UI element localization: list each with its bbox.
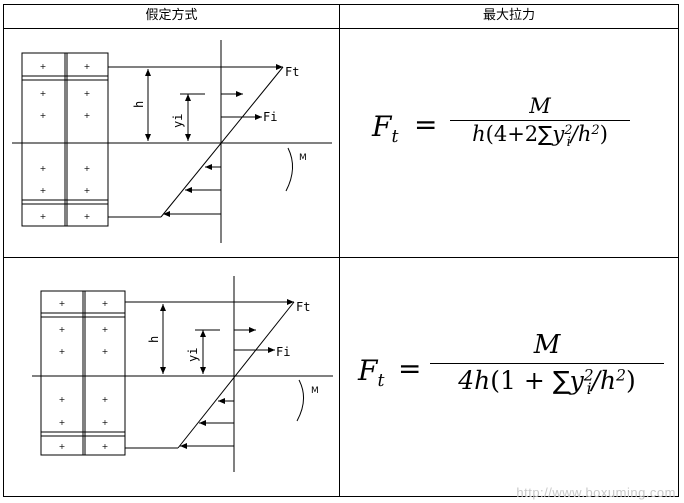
table-border-bottom <box>3 496 679 497</box>
table-header-rule <box>3 28 679 29</box>
svg-text:+: + <box>59 442 66 451</box>
formula-1: Ft = M h(4+2∑y2i/h2) <box>372 94 652 174</box>
svg-text:+: + <box>102 418 109 427</box>
svg-text:+: + <box>59 325 66 334</box>
label-fi-1: Fi <box>263 110 277 124</box>
svg-text:+: + <box>59 299 66 308</box>
formula-2-numerator: M <box>533 330 561 360</box>
svg-text:+: + <box>40 62 47 71</box>
formula-1-bar <box>450 120 630 121</box>
svg-text:+: + <box>59 395 66 404</box>
svg-text:+: + <box>59 347 66 356</box>
table-row-rule <box>3 257 679 258</box>
svg-text:+: + <box>102 395 109 404</box>
formula-1-lhs: Ft <box>372 110 399 148</box>
formula-1-denominator: h(4+2∑y2i/h2) <box>472 122 608 150</box>
formula-1-fraction: M h(4+2∑y2i/h2) <box>450 94 630 150</box>
label-ft-1: Ft <box>285 65 299 79</box>
formula-1-eq: = <box>414 108 438 141</box>
label-h-2: h <box>147 336 161 343</box>
formula-2-denominator: 4h(1 + ∑y2i/h2) <box>458 366 636 399</box>
table-column-rule <box>339 4 340 497</box>
formula-2-fraction: M 4h(1 + ∑y2i/h2) <box>430 330 664 398</box>
svg-text:+: + <box>84 186 91 195</box>
svg-text:+: + <box>59 418 66 427</box>
svg-text:+: + <box>84 62 91 71</box>
label-m-2: M <box>311 386 319 396</box>
svg-text:+: + <box>84 212 91 221</box>
svg-text:+: + <box>40 212 47 221</box>
label-yi-2: yi <box>186 348 200 362</box>
svg-text:+: + <box>40 164 47 173</box>
header-assumption: 假定方式 <box>145 8 198 23</box>
table-border-left <box>3 4 4 497</box>
svg-text:+: + <box>102 299 109 308</box>
svg-text:+: + <box>84 111 91 120</box>
label-yi-1: yi <box>171 114 185 128</box>
svg-text:+: + <box>84 164 91 173</box>
formula-2-bar <box>430 363 664 364</box>
label-h-1: h <box>132 101 146 108</box>
svg-text:+: + <box>102 442 109 451</box>
svg-text:+: + <box>40 186 47 195</box>
svg-text:+: + <box>102 347 109 356</box>
svg-text:+: + <box>102 325 109 334</box>
formula-1-numerator: M <box>529 94 551 118</box>
label-ft-2: Ft <box>296 300 310 314</box>
formula-2-lhs: Ft <box>358 354 385 392</box>
watermark: http://www.boxuming.com <box>516 485 676 500</box>
svg-text:+: + <box>40 89 47 98</box>
label-fi-2: Fi <box>276 345 290 359</box>
formula-2: Ft = M 4h(1 + ∑y2i/h2) <box>358 330 668 420</box>
table: 假定方式 最大拉力 <box>3 4 679 497</box>
label-m-1: M <box>299 153 307 163</box>
table-border-top <box>3 4 679 5</box>
svg-text:+: + <box>84 89 91 98</box>
table-border-right <box>678 4 679 497</box>
formula-2-eq: = <box>398 352 422 385</box>
header-max-tension: 最大拉力 <box>482 8 535 23</box>
svg-text:+: + <box>40 111 47 120</box>
